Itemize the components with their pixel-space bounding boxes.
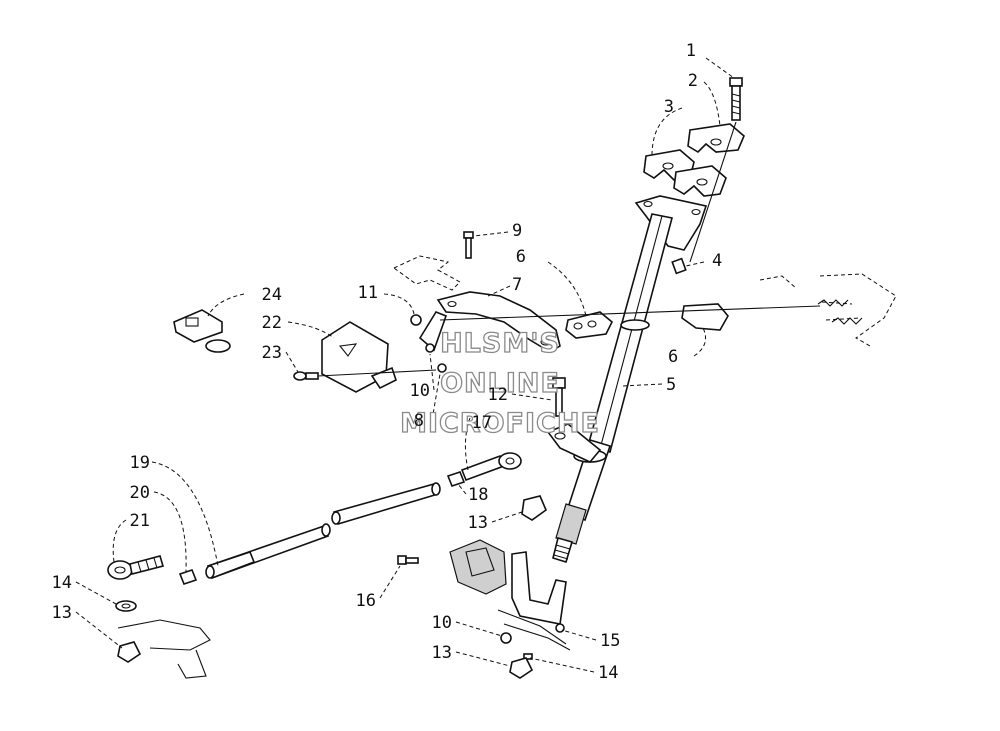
nut-10-lower [500,632,512,644]
callout-21: 21 [130,511,150,531]
bolt-axis-upper [689,121,737,263]
callout-18: 18 [468,485,488,505]
callout-13-left: 13 [52,603,72,623]
handlebar-bracket-right [681,303,729,331]
module-centerline [317,369,437,377]
lock-nut-13-lower [509,657,534,679]
pitman-arm [546,423,602,463]
lock-nut-13-left [117,641,142,663]
bolt-12 [552,377,566,417]
callout-labels: 1 2 3 4 5 6 6 7 8 9 10 10 11 12 13 13 13… [52,41,723,683]
callout-7: 7 [512,275,522,295]
screw-23 [293,371,319,381]
spindle-arm [117,619,211,679]
callout-11: 11 [358,283,378,303]
callout-6-lower: 6 [668,347,678,367]
callout-10-upper: 10 [410,381,430,401]
washer-15 [555,623,565,633]
callout-23: 23 [262,343,282,363]
callout-13-middle: 13 [468,513,488,533]
watermark-line1: HLSM'S [440,328,560,359]
callout-19: 19 [130,453,150,473]
callout-4: 4 [712,251,722,271]
callout-9: 9 [512,221,522,241]
washer-8 [437,363,447,373]
lower-clamp-blocks [643,149,727,197]
column-bolt [671,257,687,275]
callout-24: 24 [262,285,282,305]
phantom-handlebar-right [759,273,897,347]
callout-5: 5 [666,375,676,395]
electronic-module [321,321,397,393]
screw-9 [463,231,474,259]
callout-3: 3 [664,97,674,117]
bolt-16 [397,555,419,565]
callout-13-lower: 13 [432,643,452,663]
lower-bearing-housing [449,539,507,595]
lock-nut-13-middle [521,495,547,521]
watermark: HLSM'S ONLINE MICROFICHE [399,327,600,439]
upper-rod-end [460,452,522,482]
tie-rod [205,482,441,580]
callout-22: 22 [262,313,282,333]
upper-clamp-cap [687,123,745,154]
handlebar-centerline [439,305,821,321]
key-24 [173,309,231,353]
watermark-line2: ONLINE [440,368,560,399]
callout-10-lower: 10 [432,613,452,633]
callout-1: 1 [686,41,696,61]
callout-6-upper: 6 [516,247,526,267]
lower-rod-end [107,555,165,580]
callout-8: 8 [414,411,424,431]
steering-post [552,195,708,564]
callout-14-left: 14 [52,573,72,593]
watermark-line3: MICROFICHE [400,408,600,439]
washer-14-left [115,600,137,612]
handlebar-grip-spring-upper [817,299,849,307]
handlebar-grip-spring-lower [831,317,863,325]
handlebar-bracket-left [565,311,613,339]
washer-14-lower [523,653,533,660]
handlebar-bolt [729,77,743,121]
phantom-arrow-left [393,255,461,291]
leader-lines [75,57,735,673]
jam-nut-20 [178,569,198,585]
callout-20: 20 [130,483,150,503]
nut-10-upper [425,343,435,353]
jam-nut-18 [446,471,466,487]
lower-support-plate [497,551,571,651]
callout-2: 2 [688,71,698,91]
nut-11 [410,314,422,326]
callout-12: 12 [488,385,508,405]
callout-14-lower: 14 [598,663,618,683]
callout-16: 16 [356,591,376,611]
callout-17: 17 [472,413,492,433]
callout-15: 15 [600,631,620,651]
